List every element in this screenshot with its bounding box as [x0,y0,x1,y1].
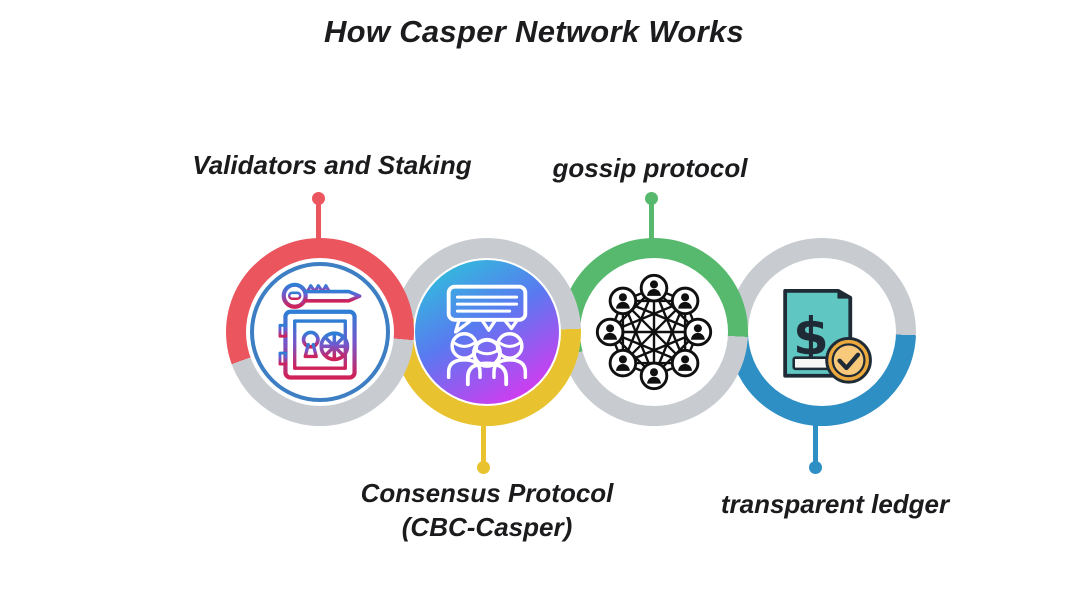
node-inner-consensus [413,258,561,406]
network-mesh-icon [595,273,713,391]
ledger-check-icon: $ [783,288,872,384]
connector-line-consensus [481,420,486,468]
safe-key-icon [278,282,362,380]
node-validators [226,238,414,426]
connector-dot-ledger [809,461,822,474]
connector-line-ledger [813,424,818,468]
people-chat-icon [446,284,528,387]
node-inner-circle-gossip [580,258,728,406]
node-label-gossip: gossip protocol [552,153,748,183]
node-inner-circle-consensus [415,260,559,404]
node-gossip [560,238,748,426]
node-inner-validators [246,258,394,406]
node-inner-circle-ledger: $ [748,258,896,406]
connector-dot-consensus [477,461,490,474]
node-ledger: $ [728,238,916,426]
page-title: How Casper Network Works [323,14,745,49]
node-label-ledger: transparent ledger [720,489,950,519]
node-label-consensus-line2: (CBC-Casper) [401,512,573,542]
connector-dot-validators [312,192,325,205]
connector-line-gossip [649,199,654,243]
node-consensus [393,238,581,426]
connector-line-validators [316,199,321,243]
node-label-validators: Validators and Staking [192,150,472,180]
node-inner-circle-validators [250,262,390,402]
node-label-consensus-line1: Consensus Protocol [360,478,614,508]
node-label-consensus: Consensus Protocol (CBC-Casper) [287,476,687,544]
connector-dot-gossip [645,192,658,205]
